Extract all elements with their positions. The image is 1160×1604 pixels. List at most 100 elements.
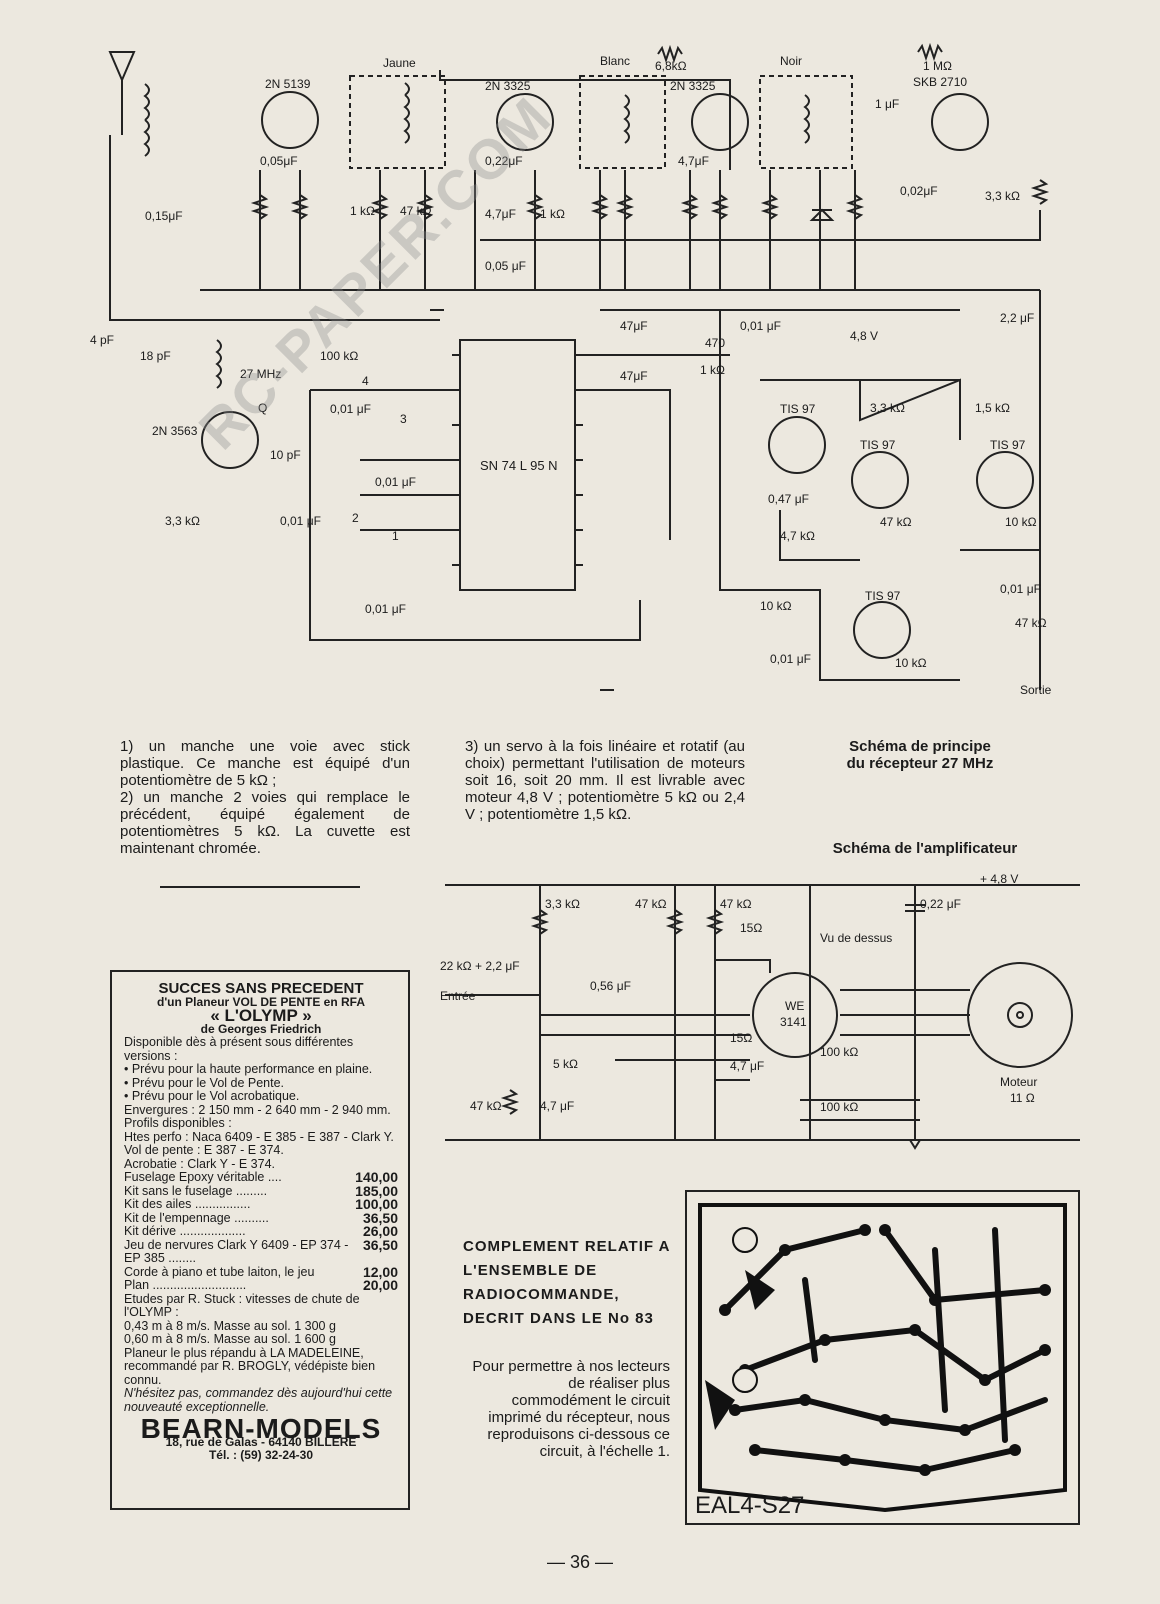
price-value: 100,00 (355, 1196, 398, 1212)
text-mid-p1: 3) un servo à la fois linéaire et rotati… (465, 738, 745, 823)
amp-label-we2: 3141 (780, 1015, 807, 1029)
receiver-schematic: 2N 5139 2N 3325 2N 3325 SKB 2710 2N 3563… (90, 42, 1052, 697)
label-skb2710: SKB 2710 (913, 75, 967, 89)
price-item: Kit dérive ................... (124, 1224, 246, 1238)
label-r10kc: 10 kΩ (760, 599, 792, 613)
label-c001h: 0,01 μF (770, 652, 811, 666)
label-r15kc: 1,5 kΩ (975, 401, 1010, 415)
pcb-layout: EAL4-S27 (685, 1190, 1080, 1525)
price-value: 185,00 (355, 1182, 398, 1199)
amp-schematic: + 4,8 V 3,3 kΩ 47 kΩ 47 kΩ 0,22 μF 15Ω V… (440, 872, 1080, 1150)
amp-label-moteur: Moteur (1000, 1075, 1037, 1089)
label-r10ka: 10 kΩ (1005, 515, 1037, 529)
amp-label-r15a: 15Ω (740, 921, 762, 935)
label-tis2: TIS 97 (860, 438, 896, 452)
label-2n5139: 2N 5139 (265, 77, 311, 91)
label-r1m: 1 MΩ (923, 59, 952, 73)
label-2n3563: 2N 3563 (152, 424, 198, 438)
label-c005b: 0,05 μF (485, 259, 526, 273)
price-value: 20,00 (362, 1277, 398, 1293)
label-r47kc: 4,7 kΩ (780, 529, 815, 543)
label-r470a: 470 (705, 336, 725, 350)
ad-line: • Prévu pour le Vol de Pente. (124, 1075, 285, 1090)
label-c001b: 0,01 μF (330, 402, 371, 416)
text-column-mid: 3) un servo à la fois linéaire et rotati… (465, 738, 745, 823)
label-c47uf: 47μF (620, 319, 648, 333)
label-tis4: TIS 97 (865, 589, 901, 603)
amp-label-c47c: 4,7 μF (730, 1059, 764, 1073)
label-r470c: 1 kΩ (700, 363, 725, 377)
complement-title: COMPLEMENT RELATIF A L'ENSEMBLE DE RADIO… (463, 1238, 670, 1327)
label-r33kc: 3,3 kΩ (985, 189, 1020, 203)
receiver-caption-line1: Schéma de principe (849, 738, 991, 755)
ad-olymp: SUCCES SANS PRECEDENT d'un Planeur VOL D… (110, 970, 410, 1510)
ad-product-name: « L'OLYMP » (210, 1006, 312, 1025)
amp-label-48v: + 4,8 V (980, 872, 1018, 886)
amp-label-r100b: 100 kΩ (820, 1100, 858, 1114)
label-2n3325-a: 2N 3325 (485, 79, 531, 93)
amp-label-c056: 0,56 μF (590, 979, 631, 993)
price-row: Kit des ailes ................100,00 (124, 1196, 398, 1212)
label-n3: 3 (400, 412, 407, 426)
amp-label-r47c: 47 kΩ (470, 1099, 502, 1113)
label-r10kd: 10 kΩ (895, 656, 927, 670)
price-row: Kit dérive ...................26,00 (124, 1224, 398, 1239)
ad-line: Planeur le plus répandu à LA MADELEINE, … (124, 1345, 376, 1387)
ad-line: 0,43 m à 8 m/s. Masse au sol. 1 300 g (124, 1318, 336, 1333)
label-c47uf2: 47μF (620, 369, 648, 383)
price-row: Plan ...........................20,00 (124, 1277, 398, 1293)
ad-address: 18, rue de Galas - 64140 BILLERE (165, 1434, 357, 1449)
page-number: — 36 — (546, 1552, 614, 1572)
label-jaune: Jaune (383, 56, 416, 70)
price-item: Fuselage Epoxy véritable .... (124, 1170, 282, 1184)
label-c001e: 0,01 μF (280, 514, 321, 528)
label-c001g: 0,01 μF (1000, 582, 1041, 596)
amp-label-entree: Entrée (440, 989, 476, 1003)
label-r47kd: 47 kΩ (880, 515, 912, 529)
price-item: Kit sans le fuselage ......... (124, 1183, 268, 1198)
label-c001a: 0,01 μF (740, 319, 781, 333)
price-value: 140,00 (355, 1169, 398, 1185)
ad-line: Htes perfo : Naca 6409 - E 385 - E 387 -… (124, 1129, 394, 1144)
price-item: Kit de l'empennage .......... (124, 1210, 269, 1225)
ad-description: Disponible dès à présent sous différente… (124, 1035, 398, 1171)
ad-line: Etudes par R. Stuck : vitesses de chute … (124, 1291, 360, 1319)
label-c22: 2,2 μF (1000, 311, 1034, 325)
amp-label-c47a: 4,7 μF (540, 1099, 574, 1113)
price-row: Kit sans le fuselage ......... 185,00 (124, 1182, 398, 1199)
label-48v: 4,8 V (850, 329, 878, 343)
label-c18pf: 18 pF (140, 349, 171, 363)
ad-subtitle: d'un Planeur VOL DE PENTE en RFA (157, 994, 365, 1009)
price-value: 36,50 (362, 1236, 398, 1253)
label-r33kd: 3,3 kΩ (165, 514, 200, 528)
text-left-p2: 2) un manche 2 voies qui remplace le pré… (120, 789, 410, 857)
ad-line: • Prévu pour la haute performance en pla… (124, 1062, 373, 1076)
divider-left (160, 886, 360, 888)
label-c47b: 4,7μF (485, 207, 516, 221)
label-n2: 2 (352, 511, 359, 525)
label-c001f: 0,01 μF (365, 602, 406, 616)
amp-label-we: WE (785, 999, 804, 1013)
label-r33ke: 3,3 kΩ (870, 401, 905, 415)
label-ic: SN 74 L 95 N (480, 458, 558, 473)
receiver-caption: Schéma de principe du récepteur 27 MHz (810, 738, 1030, 772)
label-c1uf: 1 μF (875, 97, 899, 111)
label-blanc: Blanc (600, 54, 630, 68)
label-c4pf: 4 pF (90, 333, 114, 347)
ad-details: Etudes par R. Stuck : vitesses de chute … (124, 1291, 398, 1388)
amp-label-moteur2: 11 Ω (1010, 1091, 1035, 1105)
amp-label-in: 22 kΩ + 2,2 μF (440, 959, 520, 973)
price-row: Fuselage Epoxy véritable .... 140,00 (124, 1169, 398, 1185)
label-c047: 0,47 μF (768, 492, 809, 506)
label-c10pf: 10 pF (270, 448, 301, 462)
label-r68k: 6,8kΩ (655, 59, 687, 73)
text-column-left: 1) un manche une voie avec stick plastiq… (120, 738, 410, 857)
label-r1ka: 1 kΩ (350, 204, 375, 218)
label-r100k: 100 kΩ (320, 349, 358, 363)
amp-label-r100a: 100 kΩ (820, 1045, 858, 1059)
label-c022: 0,22μF (485, 154, 523, 168)
ad-line: Vol de pente : E 387 - E 374. (124, 1143, 284, 1157)
ad-line: Envergures : 2 150 mm - 2 640 mm - 2 940… (124, 1102, 391, 1117)
